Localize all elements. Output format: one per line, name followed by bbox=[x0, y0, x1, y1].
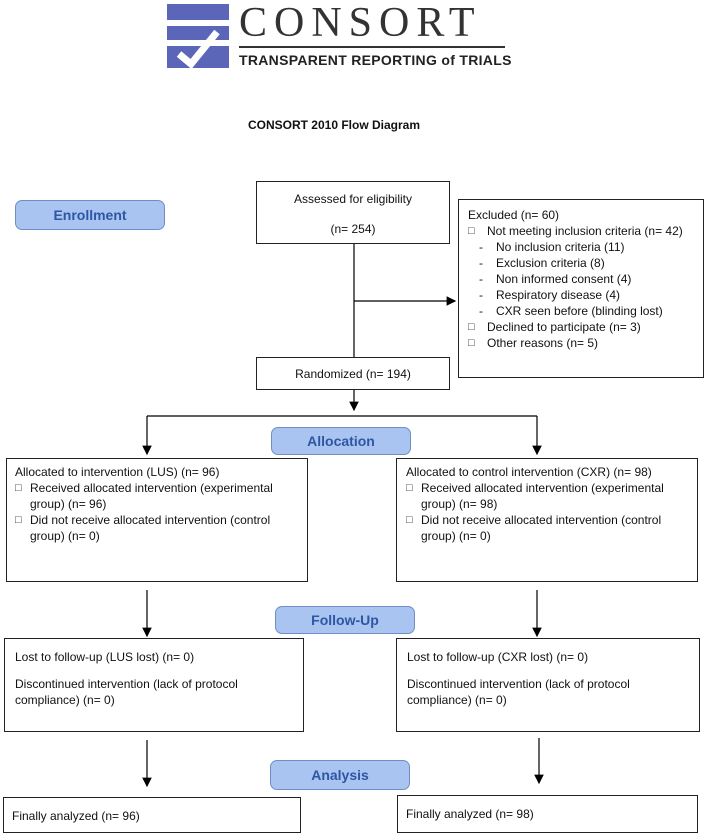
checkbox-icon: □ bbox=[406, 514, 413, 526]
excluded-other-text: Other reasons (n= 5) bbox=[487, 336, 599, 350]
excluded-sub-text: Respiratory disease (4) bbox=[496, 288, 621, 302]
left-alloc-title: Allocated to intervention (LUS) (n= 96) bbox=[15, 465, 220, 479]
checkbox-icon: □ bbox=[406, 482, 413, 494]
assessed-count: (n= 254) bbox=[330, 222, 376, 236]
excluded-sub-item: -CXR seen before (blinding lost) bbox=[468, 303, 703, 319]
excluded-sub-item: -No inclusion criteria (11) bbox=[468, 239, 703, 255]
excluded-sub-item: -Exclusion criteria (8) bbox=[468, 255, 703, 271]
dash-icon: - bbox=[479, 240, 483, 254]
right-alloc-not-received-item: □ Did not receive allocated intervention… bbox=[406, 512, 697, 544]
excluded-declined-item: □ Declined to participate (n= 3) bbox=[468, 319, 703, 335]
excluded-box: Excluded (n= 60) □ Not meeting inclusion… bbox=[458, 199, 704, 378]
left-alloc-not-received-text: Did not receive allocated intervention (… bbox=[30, 513, 271, 543]
excluded-other-item: □ Other reasons (n= 5) bbox=[468, 335, 703, 351]
right-discontinued-text: Discontinued intervention (lack of proto… bbox=[407, 677, 630, 707]
right-lost-text: Lost to follow-up (CXR lost) (n= 0) bbox=[407, 650, 589, 664]
left-follow-up-box: Lost to follow-up (LUS lost) (n= 0) Disc… bbox=[4, 638, 304, 732]
stage-follow-up: Follow-Up bbox=[275, 606, 415, 634]
excluded-sub-text: Non informed consent (4) bbox=[496, 272, 632, 286]
dash-icon: - bbox=[479, 288, 483, 302]
right-analyzed-box: Finally analyzed (n= 98) bbox=[397, 795, 698, 833]
excluded-sub-text: CXR seen before (blinding lost) bbox=[496, 304, 663, 318]
consort-logo: CONSORT TRANSPARENT REPORTING of TRIALS bbox=[165, 0, 515, 72]
stage-analysis: Analysis bbox=[270, 760, 410, 790]
assessed-label: Assessed for eligibility bbox=[293, 192, 413, 206]
right-alloc-received-text: Received allocated intervention (experim… bbox=[421, 481, 664, 511]
excluded-sub-text: Exclusion criteria (8) bbox=[496, 256, 605, 270]
checkbox-icon: □ bbox=[15, 482, 22, 494]
excluded-sub-item: -Respiratory disease (4) bbox=[468, 287, 703, 303]
left-alloc-received-text: Received allocated intervention (experim… bbox=[30, 481, 273, 511]
right-alloc-not-received-text: Did not receive allocated intervention (… bbox=[421, 513, 662, 543]
dash-icon: - bbox=[479, 256, 483, 270]
stage-allocation: Allocation bbox=[271, 427, 411, 455]
dash-icon: - bbox=[479, 272, 483, 286]
left-alloc-not-received-item: □ Did not receive allocated intervention… bbox=[15, 512, 307, 544]
randomized-box: Randomized (n= 194) bbox=[256, 357, 450, 390]
assessed-box: Assessed for eligibility (n= 254) bbox=[256, 181, 450, 244]
consort-logo-mark-icon bbox=[167, 4, 229, 69]
logo-tagline: TRANSPARENT REPORTING of TRIALS bbox=[239, 52, 512, 68]
left-alloc-received-item: □ Received allocated intervention (exper… bbox=[15, 480, 307, 512]
left-lost-text: Lost to follow-up (LUS lost) (n= 0) bbox=[15, 650, 195, 664]
logo-divider bbox=[239, 46, 505, 48]
logo-word: CONSORT bbox=[239, 0, 482, 46]
right-alloc-received-item: □ Received allocated intervention (exper… bbox=[406, 480, 697, 512]
right-allocation-box: Allocated to control intervention (CXR) … bbox=[396, 458, 698, 582]
checkbox-icon: □ bbox=[468, 321, 475, 333]
excluded-header: Excluded (n= 60) bbox=[468, 208, 560, 222]
excluded-declined-text: Declined to participate (n= 3) bbox=[487, 320, 641, 334]
left-allocation-box: Allocated to intervention (LUS) (n= 96) … bbox=[6, 458, 308, 582]
dash-icon: - bbox=[479, 304, 483, 318]
excluded-not-meeting-text: Not meeting inclusion criteria (n= 42) bbox=[487, 224, 683, 238]
checkbox-icon: □ bbox=[468, 337, 475, 349]
stage-enrollment: Enrollment bbox=[15, 200, 165, 230]
diagram-title: CONSORT 2010 Flow Diagram bbox=[247, 118, 421, 132]
checkbox-icon: □ bbox=[468, 225, 475, 237]
excluded-sub-text: No inclusion criteria (11) bbox=[496, 240, 625, 254]
excluded-sub-item: -Non informed consent (4) bbox=[468, 271, 703, 287]
left-discontinued-text: Discontinued intervention (lack of proto… bbox=[15, 677, 238, 707]
right-follow-up-box: Lost to follow-up (CXR lost) (n= 0) Disc… bbox=[396, 638, 700, 732]
left-analyzed-box: Finally analyzed (n= 96) bbox=[3, 797, 301, 833]
right-alloc-title: Allocated to control intervention (CXR) … bbox=[406, 465, 652, 479]
excluded-not-meeting-item: □ Not meeting inclusion criteria (n= 42) bbox=[468, 223, 703, 239]
checkbox-icon: □ bbox=[15, 514, 22, 526]
